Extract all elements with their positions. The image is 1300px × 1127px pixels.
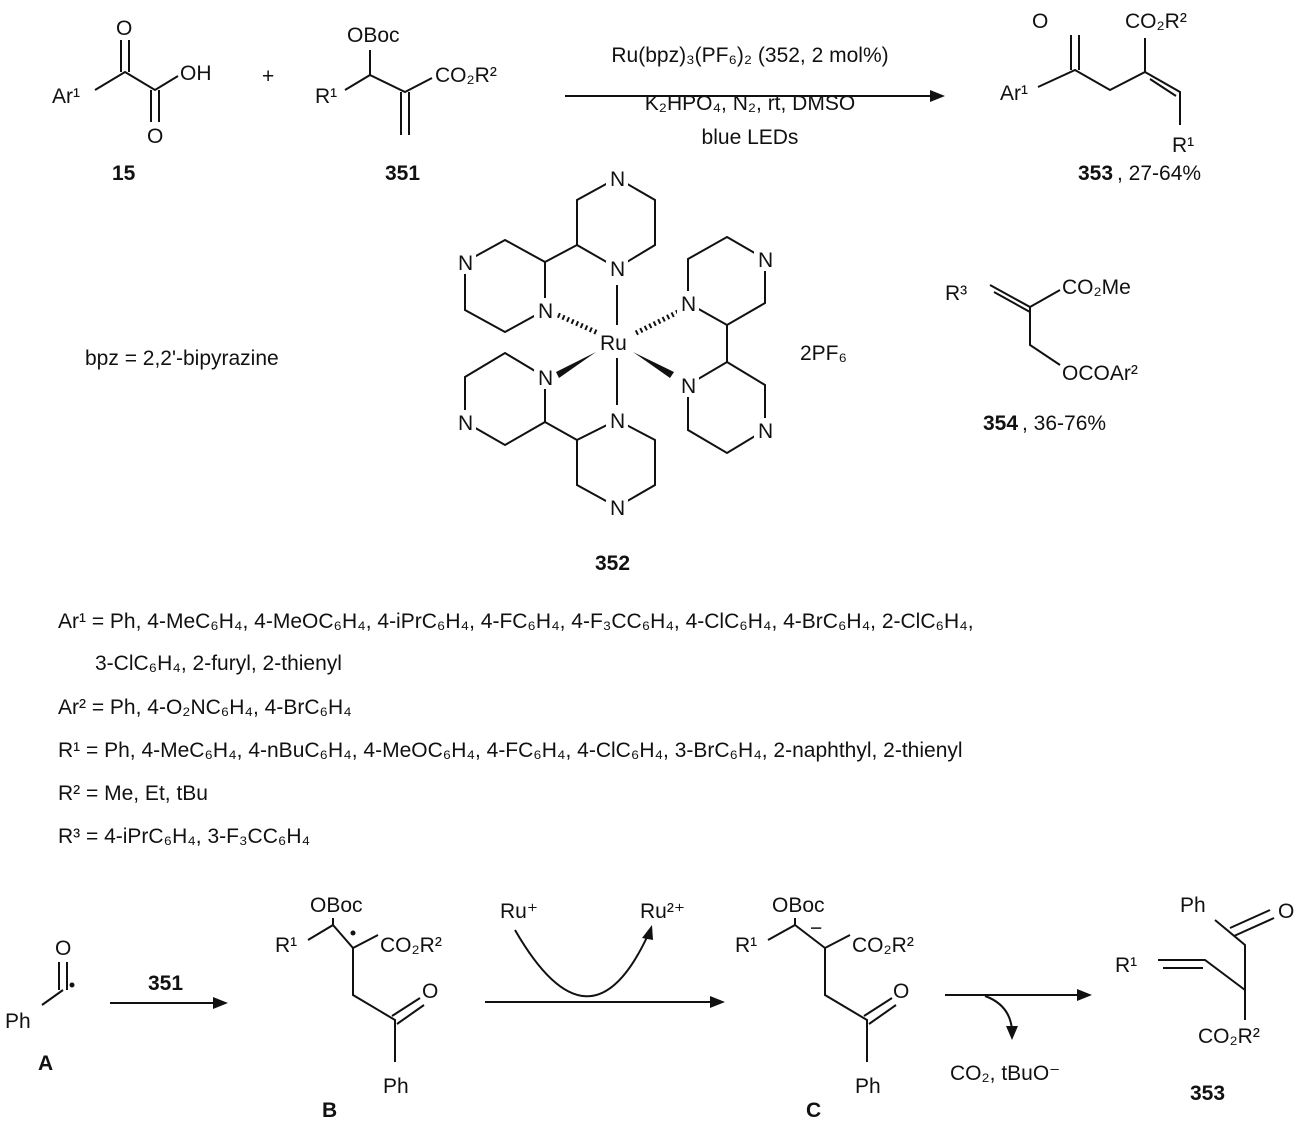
compound-number: 353 (1190, 1082, 1225, 1105)
oxygen-label: O (55, 937, 71, 960)
ester-label: OCOAr² (1062, 362, 1138, 385)
compound-number: 354 (983, 412, 1018, 435)
nitrogen-label: N (610, 497, 625, 520)
ru-2plus-label: Ru²⁺ (640, 900, 685, 923)
arrow-A-to-B: 351 (110, 972, 228, 1009)
oxygen-label: O (116, 17, 132, 40)
product-353: Ph O R¹ CO₂R² 353 (1115, 894, 1294, 1105)
compound-354: R³ CO₂Me OCOAr² 354 , 36-76% (945, 276, 1138, 435)
r1-label: R¹ (1115, 954, 1137, 977)
oxygen-label: O (1032, 10, 1048, 33)
ester-label: CO₂Me (1062, 276, 1131, 299)
nitrogen-label: N (681, 293, 696, 316)
reagent-label: 351 (148, 972, 183, 995)
byproducts-label: CO₂, tBuO⁻ (950, 1062, 1060, 1085)
compound-353: Ar¹ O CO₂R² R¹ 353 , 27-64% (1000, 10, 1201, 185)
compound-351: OBoc R¹ CO₂R² 351 (315, 24, 497, 185)
phenyl-label: Ph (383, 1075, 409, 1098)
substituent-line: Ar¹ = Ph, 4-MeC₆H₄, 4-MeOC₆H₄, 4-iPrC₆H₄… (58, 610, 974, 633)
substituent-line: R¹ = Ph, 4-MeC₆H₄, 4-nBuC₆H₄, 4-MeOC₆H₄,… (58, 739, 963, 762)
intermediate-C: OBoc R¹ − CO₂R² O Ph C (735, 894, 914, 1122)
reagent-condition: K₂HPO₄, N₂, rt, DMSO (645, 92, 855, 115)
counterion-label: 2PF₆ (800, 342, 847, 365)
nitrogen-label: N (538, 300, 553, 323)
nitrogen-label: N (610, 168, 625, 191)
bpz-definition: bpz = 2,2'-bipyrazine (85, 347, 279, 370)
ester-label: CO₂R² (380, 934, 442, 957)
intermediate-label: A (38, 1052, 53, 1075)
compound-number: 352 (595, 552, 630, 575)
ester-label: CO₂R² (1198, 1025, 1260, 1048)
substituent-list: Ar¹ = Ph, 4-MeC₆H₄, 4-MeOC₆H₄, 4-iPrC₆H₄… (58, 610, 974, 848)
phenyl-label: Ph (855, 1075, 881, 1098)
compound-number: 353 (1078, 162, 1113, 185)
ester-label: CO₂R² (1125, 10, 1187, 33)
arrow-B-to-C: Ru⁺ Ru²⁺ (485, 900, 725, 1008)
ru-plus-label: Ru⁺ (500, 900, 538, 923)
light-condition: blue LEDs (702, 126, 799, 149)
r1-label: R¹ (735, 934, 757, 957)
r1-label: R¹ (275, 934, 297, 957)
compound-number: 15 (112, 162, 136, 185)
ester-label: CO₂R² (435, 64, 497, 87)
oxygen-label: O (1278, 900, 1294, 923)
intermediate-A: O Ph A (5, 937, 75, 1075)
nitrogen-label: N (610, 258, 625, 281)
r1-label: R¹ (1172, 134, 1194, 157)
reaction-arrow: Ru(bpz)₃(PF₆)₂ (352, 2 mol%) K₂HPO₄, N₂,… (565, 44, 945, 149)
ruthenium-label: Ru (600, 332, 627, 355)
phenyl-label: Ph (5, 1010, 31, 1033)
oboc-label: OBoc (347, 24, 400, 47)
oxygen-label: O (893, 980, 909, 1003)
nitrogen-label: N (538, 367, 553, 390)
substituent-line: Ar² = Ph, 4-O₂NC₆H₄, 4-BrC₆H₄ (58, 696, 352, 719)
oboc-label: OBoc (310, 894, 363, 917)
hydroxyl-label: OH (180, 62, 212, 85)
catalyst-condition: Ru(bpz)₃(PF₆)₂ (352, 2 mol%) (611, 44, 888, 67)
substituent-line: 3-ClC₆H₄, 2-furyl, 2-thienyl (95, 652, 342, 675)
compound-number: 351 (385, 162, 420, 185)
ar1-label: Ar¹ (1000, 82, 1028, 105)
r1-label: R¹ (315, 85, 337, 108)
nitrogen-label: N (758, 420, 773, 443)
substituent-line: R³ = 4-iPrC₆H₄, 3-F₃CC₆H₄ (58, 825, 310, 848)
yield: , 27-64% (1117, 162, 1201, 185)
compound-15: Ar¹ O O OH 15 (52, 17, 212, 185)
ru-complex-352: N N N N N N N N N N N N Ru 2PF₆ 352 (454, 166, 847, 575)
yield: , 36-76% (1022, 412, 1106, 435)
substituent-line: R² = Me, Et, tBu (58, 782, 208, 805)
intermediate-label: C (806, 1099, 821, 1122)
r3-label: R³ (945, 282, 967, 305)
ar1-label: Ar¹ (52, 85, 80, 108)
nitrogen-label: N (610, 410, 625, 433)
intermediate-B: OBoc R¹ CO₂R² O Ph B (275, 894, 442, 1122)
oxygen-label: O (422, 980, 438, 1003)
arrow-C-to-product: CO₂, tBuO⁻ (945, 989, 1092, 1085)
nitrogen-label: N (681, 375, 696, 398)
nitrogen-label: N (458, 252, 473, 275)
ester-label: CO₂R² (852, 934, 914, 957)
plus-sign: + (262, 65, 274, 88)
oboc-label: OBoc (772, 894, 825, 917)
nitrogen-label: N (758, 249, 773, 272)
phenyl-label: Ph (1180, 894, 1206, 917)
anion-charge: − (810, 917, 822, 940)
oxygen-label: O (147, 125, 163, 148)
nitrogen-label: N (458, 412, 473, 435)
intermediate-label: B (322, 1099, 337, 1122)
